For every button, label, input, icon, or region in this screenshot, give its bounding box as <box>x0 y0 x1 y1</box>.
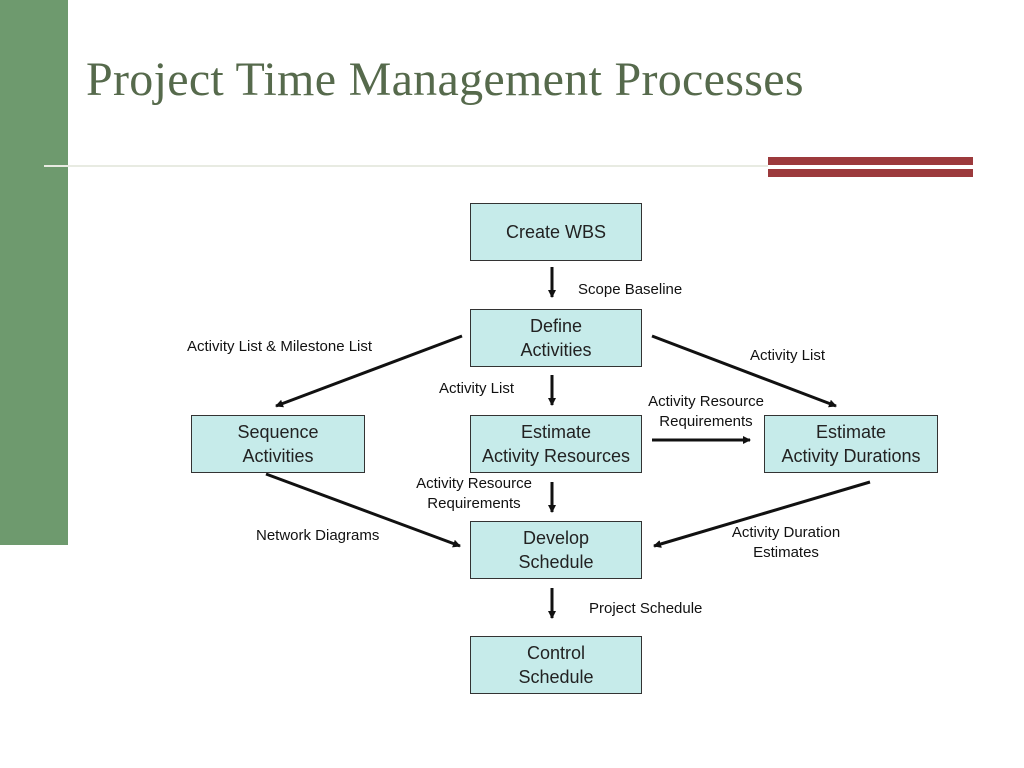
create-wbs-box: Create WBS <box>470 203 642 261</box>
arrow-define-to-durations <box>651 334 837 408</box>
label-scope-baseline: Scope Baseline <box>578 281 683 298</box>
label-activity-list-milestone-list: Activity List & Milestone List <box>187 338 373 355</box>
slide-title: Project Time Management Processes <box>86 53 804 106</box>
label-activity-duration-estimates: Activity Duration Estimates <box>731 524 841 561</box>
estimate-activity-durations-box: Estimate Activity Durations <box>764 415 938 473</box>
sequence-activities-box: Sequence Activities <box>191 415 365 473</box>
arrow-sequence-to-develop <box>265 472 461 548</box>
label-network-diagrams: Network Diagrams <box>256 527 380 544</box>
arrow-define-to-sequence <box>275 334 463 408</box>
title-underline <box>44 165 768 167</box>
label-activity-list-right: Activity List <box>750 347 826 364</box>
develop-schedule-box: Develop Schedule <box>470 521 642 579</box>
control-schedule-box: Control Schedule <box>470 636 642 694</box>
label-activity-list-center: Activity List <box>439 380 515 397</box>
label-project-schedule: Project Schedule <box>589 600 703 617</box>
label-activity-resource-requirements-down: Activity Resource Requirements <box>416 475 532 512</box>
estimate-activity-resources-box: Estimate Activity Resources <box>470 415 642 473</box>
arrow-durations-to-develop <box>653 480 871 548</box>
slide-sidebar-band <box>0 0 68 545</box>
label-activity-resource-requirements-right: Activity Resource Requirements <box>648 393 764 430</box>
accent-bars <box>768 157 973 179</box>
define-activities-box: Define Activities <box>470 309 642 367</box>
